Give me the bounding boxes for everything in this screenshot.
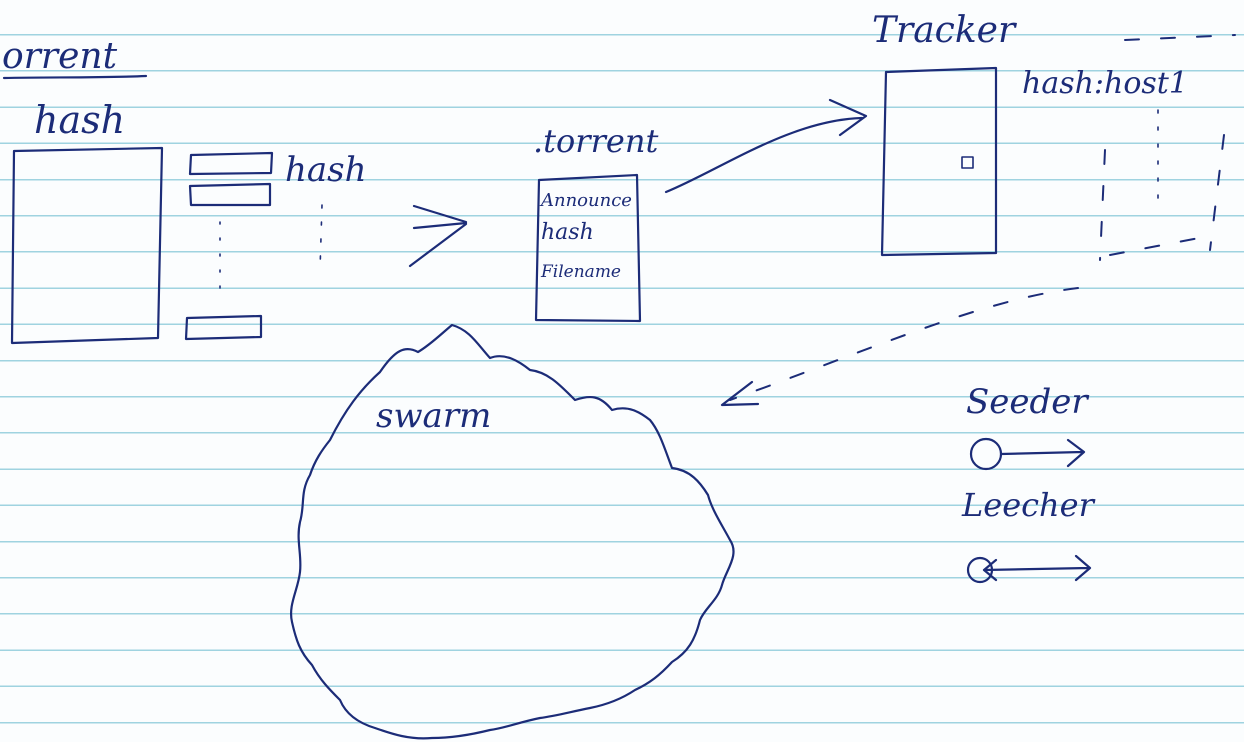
peer-list-arrowhead	[720, 380, 760, 407]
convert-arrow	[408, 204, 468, 268]
torrent-file-label: .torrent	[533, 122, 659, 160]
chunk-last	[184, 314, 263, 341]
torrent-hash-label: hash	[541, 220, 594, 245]
peer-list-arrow	[729, 287, 1079, 401]
torrent-filename-label: Filename	[541, 262, 621, 282]
tracker-box	[880, 66, 998, 257]
torrent-announce-label: Announce	[541, 190, 632, 211]
torrent-box	[534, 173, 642, 323]
chunk-2	[188, 182, 272, 207]
announce-arrowhead	[828, 98, 868, 137]
chunk-1	[188, 151, 274, 176]
tracker-entry	[961, 156, 974, 169]
heading-underline	[2, 74, 148, 80]
hash-label-small: hash	[285, 150, 367, 190]
swarm-cloud	[290, 323, 735, 740]
file-box	[10, 146, 164, 345]
leecher-label: Leecher	[962, 486, 1094, 524]
announce-arrow	[664, 116, 864, 194]
seeder-icon	[969, 437, 1086, 471]
hash-label-big: hash	[34, 98, 126, 142]
tracker-map-label: hash:host1	[1022, 66, 1188, 101]
swarm-label: swarm	[376, 396, 492, 436]
seeder-label: Seeder	[966, 382, 1088, 422]
hash-dots	[319, 204, 323, 271]
leecher-icon	[966, 554, 1092, 584]
tracker-label: Tracker	[872, 10, 1016, 51]
heading-label: orrent	[2, 36, 118, 77]
